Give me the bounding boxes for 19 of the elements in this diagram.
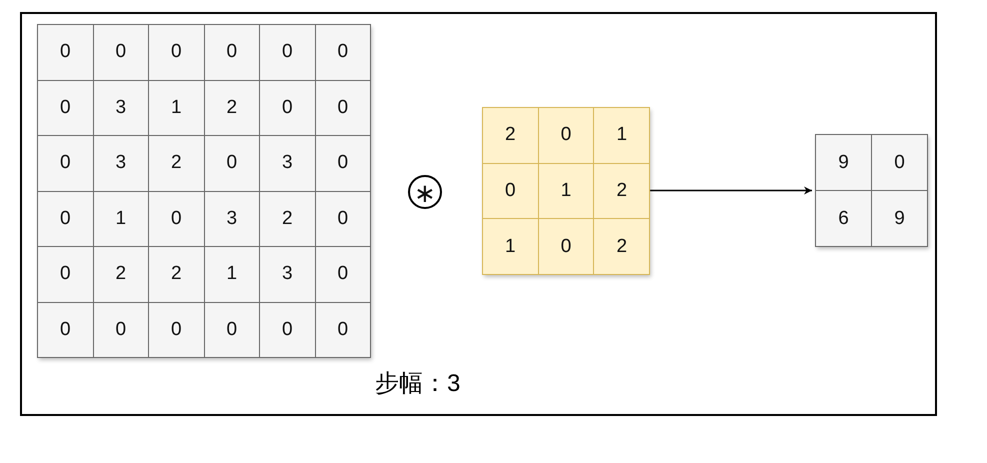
- arrow: [650, 186, 812, 195]
- matrix-cell: 2: [593, 218, 650, 276]
- convolution-operator: ∗: [408, 175, 442, 209]
- output-matrix: [815, 134, 927, 246]
- matrix-cell: 0: [37, 24, 94, 80]
- stride-label: 步幅：3: [375, 369, 460, 399]
- matrix-cell: 0: [871, 134, 928, 191]
- input-matrix: [37, 24, 370, 357]
- matrix-cell: 0: [314, 302, 371, 358]
- diagram-frame: [20, 12, 937, 416]
- matrix-cell: 2: [482, 107, 539, 164]
- matrix-cell: 6: [815, 190, 872, 247]
- matrix-cell: 9: [815, 134, 872, 191]
- matrix-cell: 0: [314, 24, 371, 80]
- matrix-cell: 9: [871, 190, 928, 247]
- matrix-cell: 1: [593, 107, 650, 164]
- kernel-matrix: [482, 107, 650, 274]
- matrix-cell: 0: [37, 302, 94, 358]
- matrix-cell: 1: [482, 218, 539, 276]
